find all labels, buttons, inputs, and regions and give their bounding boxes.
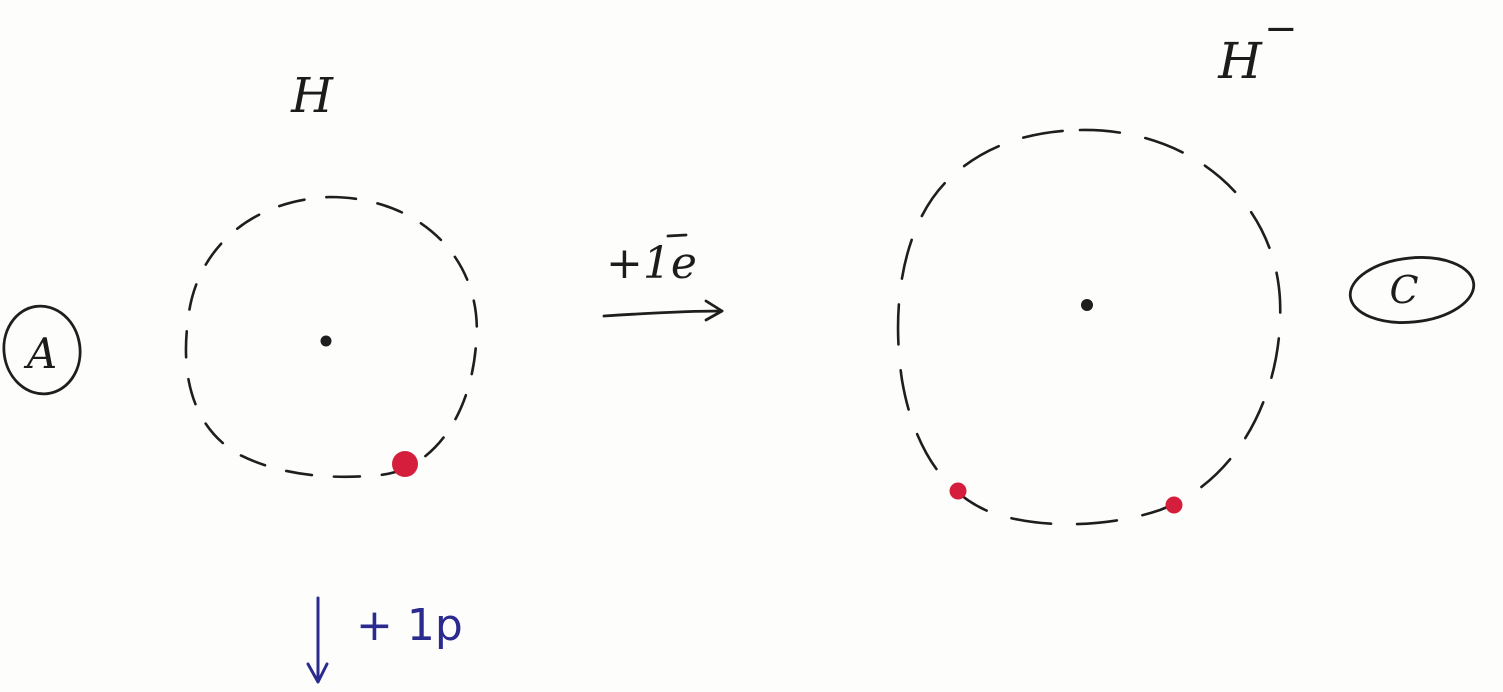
electron-shell-h-minus (898, 130, 1280, 524)
panel-a-label: A (23, 329, 57, 378)
add-proton-label: + 1p (356, 600, 463, 651)
nucleus-h (321, 336, 332, 347)
panel-a: A H (0, 68, 477, 477)
panel-c: H − C (898, 6, 1477, 524)
panel-c-label: C (1389, 268, 1418, 312)
electron-h-minus-1 (950, 483, 967, 500)
reaction-arrow-label-bar (668, 235, 686, 236)
electron-h (392, 451, 418, 477)
reaction-arrow: +1e (604, 235, 722, 320)
ion-label-h: H (1217, 32, 1263, 90)
reaction-arrow-label: +1e (606, 238, 697, 289)
reaction-arrow-shaft (604, 311, 722, 316)
nucleus-h-minus (1081, 299, 1093, 311)
electron-h-minus-2 (1166, 497, 1183, 514)
electron-shell-h (186, 197, 477, 477)
add-proton-step: + 1p (308, 598, 463, 682)
atom-label-h: H (290, 68, 334, 124)
ion-charge: − (1264, 6, 1298, 52)
